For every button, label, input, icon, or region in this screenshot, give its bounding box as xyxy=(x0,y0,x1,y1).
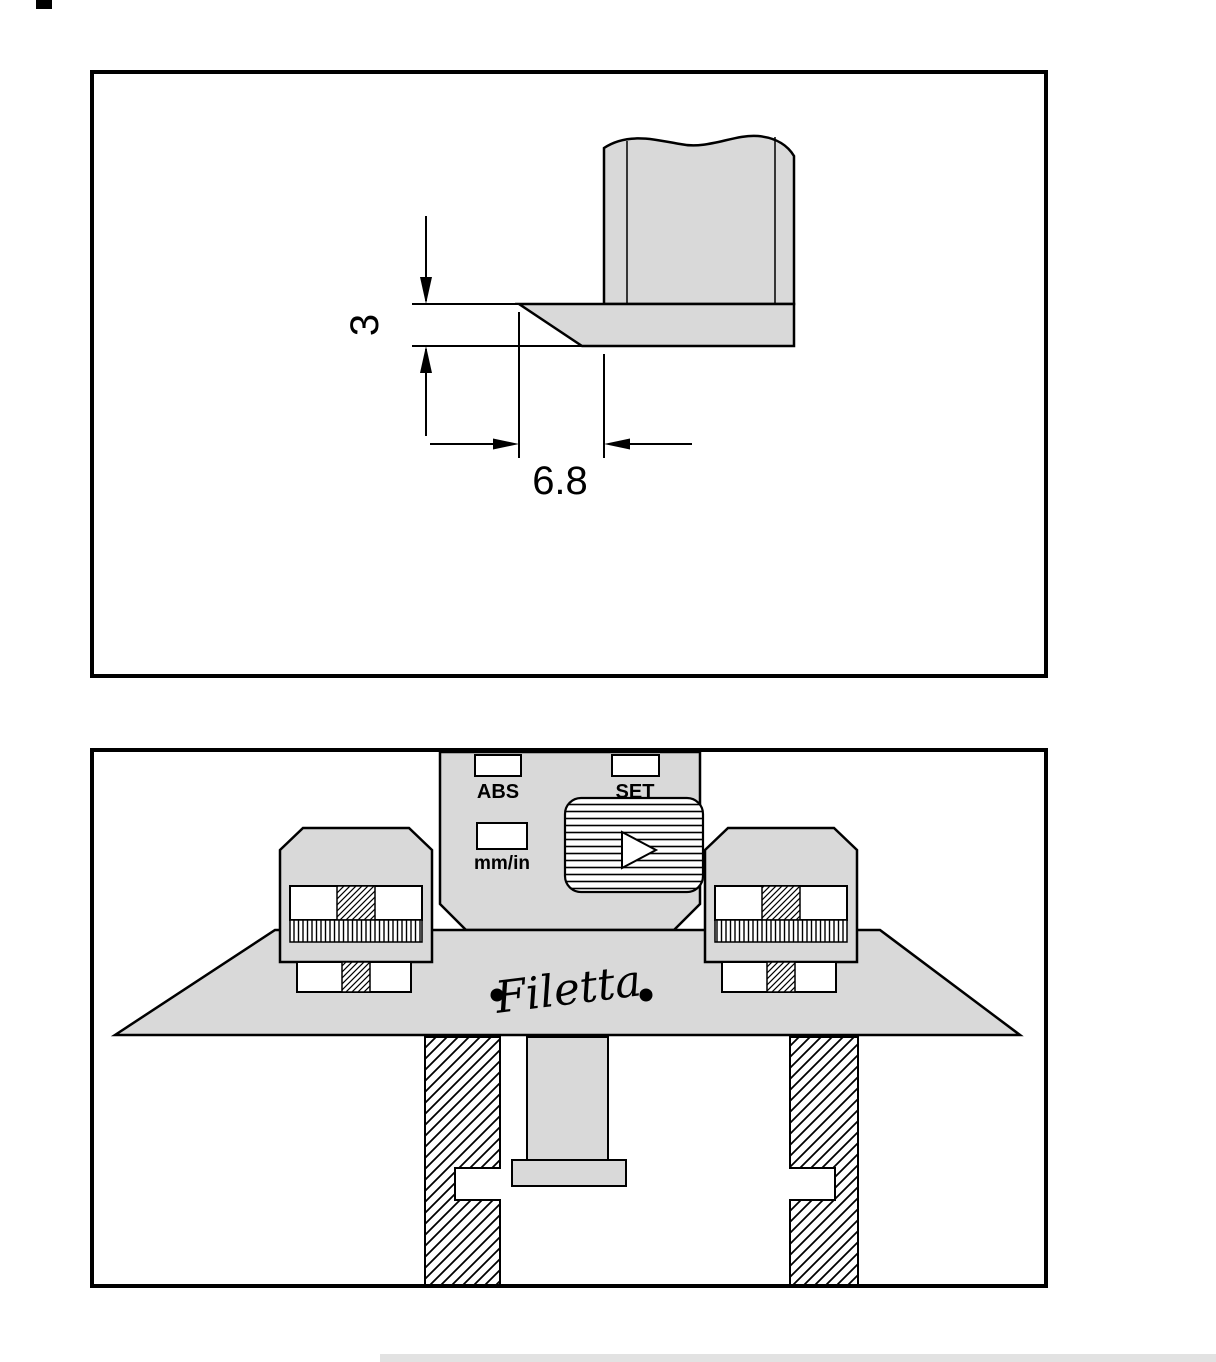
mm-in-button xyxy=(476,822,528,850)
clamp-knob-left xyxy=(278,826,434,993)
measuring-foot xyxy=(511,1159,627,1187)
set-button xyxy=(611,754,660,777)
length-value: 6.8 xyxy=(532,459,588,503)
dimension-length xyxy=(430,312,692,458)
tip-dimension-drawing: 3 6.8 xyxy=(343,134,796,503)
knob-knurl xyxy=(289,919,423,943)
set-label: SET xyxy=(616,781,655,803)
scan-mark-top xyxy=(36,0,52,9)
arrow-left-icon xyxy=(604,438,630,450)
dimension-thickness xyxy=(412,216,581,436)
gauge-application-panel: ABS SET mm/in Filetta xyxy=(90,748,1048,1288)
knob-foot-slot xyxy=(766,961,796,993)
measuring-rod xyxy=(526,1036,609,1161)
knob-slot-center xyxy=(761,885,801,921)
thumbwheel xyxy=(563,796,705,894)
mm-in-label: mm/in xyxy=(474,853,530,874)
abs-button xyxy=(474,754,522,777)
tip-dimension-panel: 3 6.8 xyxy=(90,70,1048,678)
workpiece-wall-right xyxy=(789,1036,859,1284)
gauge-shaft xyxy=(602,134,796,306)
knob-foot-slot xyxy=(341,961,371,993)
wheel-direction-icon xyxy=(621,830,659,870)
gauge-application-drawing: ABS SET mm/in Filetta xyxy=(110,752,1024,1284)
knob-knurl xyxy=(714,919,848,943)
scan-mark-bottom xyxy=(380,1354,1216,1362)
knob-slot-center xyxy=(336,885,376,921)
thickness-value: 3 xyxy=(343,314,387,336)
arrow-down-icon xyxy=(420,277,432,304)
workpiece-wall-left xyxy=(424,1036,501,1284)
plate-dot-right xyxy=(639,988,653,1002)
arrow-up-icon xyxy=(420,346,432,373)
abs-label: ABS xyxy=(477,781,519,803)
clamp-knob-right xyxy=(703,826,859,993)
arrow-right-icon xyxy=(493,438,519,450)
plate-dot-left xyxy=(490,988,504,1002)
measuring-blade xyxy=(514,302,796,348)
